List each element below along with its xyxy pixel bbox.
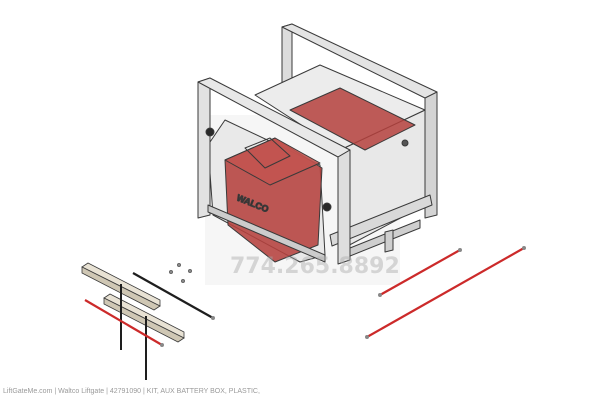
- image-caption: LiftGateMe.com | Waltco Liftgate | 42791…: [3, 388, 260, 395]
- nuts-and-bolts: [168, 262, 193, 284]
- j-bolts: [120, 284, 147, 380]
- watermark-phone: 774.265.8892: [230, 254, 400, 279]
- red-cable-long: [365, 246, 526, 339]
- red-cable-short: [378, 248, 462, 297]
- hold-down-bracket-2: [103, 293, 185, 343]
- black-cable: [132, 272, 215, 320]
- battery-box-assembly: WALCO: [197, 23, 438, 265]
- red-jumper-cable-short-left: [84, 299, 164, 347]
